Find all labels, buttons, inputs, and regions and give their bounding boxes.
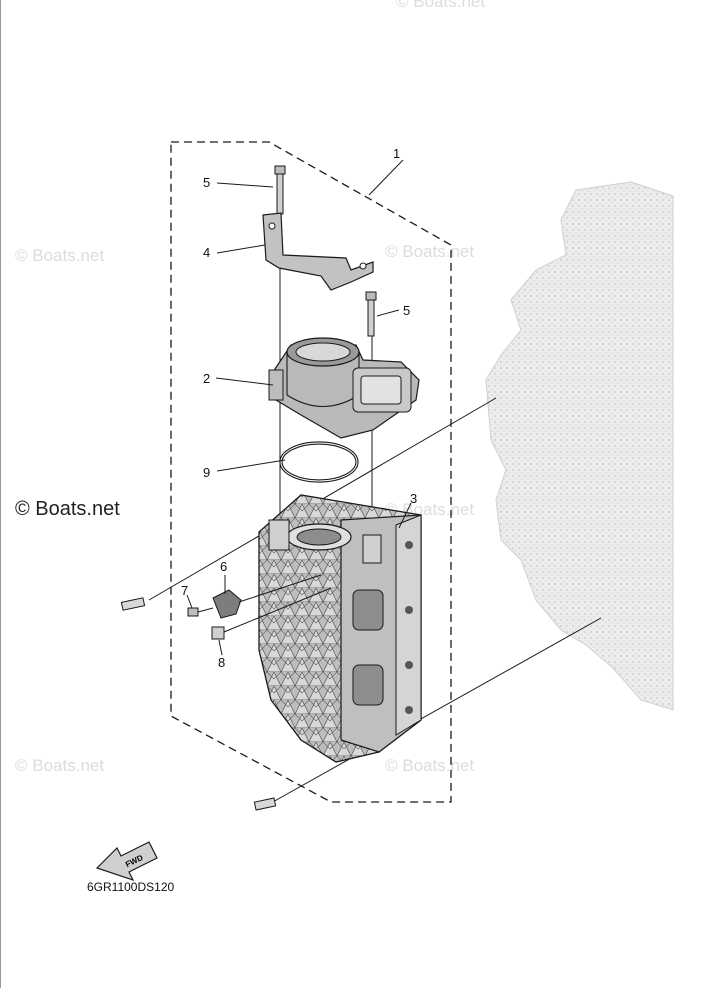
part-4-bracket xyxy=(262,212,374,291)
long-bolt-left xyxy=(120,597,146,611)
callout-5-right: 5 xyxy=(403,303,411,318)
callout-9: 9 xyxy=(203,465,211,480)
part-5-bolt-upper xyxy=(274,165,286,215)
callout-3: 3 xyxy=(410,491,418,506)
part-7-screw xyxy=(187,607,214,617)
part-8-fitting xyxy=(211,587,332,640)
part-3-intake-manifold xyxy=(258,494,422,763)
part-2-throttle-body xyxy=(268,337,420,439)
assembly-boundary xyxy=(170,141,452,803)
fwd-arrow-icon: FWD xyxy=(95,841,158,882)
engine-block-ghost xyxy=(485,181,674,711)
diagram-code: 6GR1100DS120 xyxy=(87,880,175,894)
part-6-sensor xyxy=(212,574,322,619)
callout-4: 4 xyxy=(203,245,211,260)
callout-1: 1 xyxy=(393,146,401,161)
callout-2: 2 xyxy=(203,371,211,386)
callout-7: 7 xyxy=(181,583,189,598)
part-5-bolt-right xyxy=(365,291,377,337)
callout-6: 6 xyxy=(220,559,228,574)
callout-5-upper: 5 xyxy=(203,175,211,190)
long-bolt-bottom xyxy=(253,797,277,811)
callout-8: 8 xyxy=(218,655,226,670)
